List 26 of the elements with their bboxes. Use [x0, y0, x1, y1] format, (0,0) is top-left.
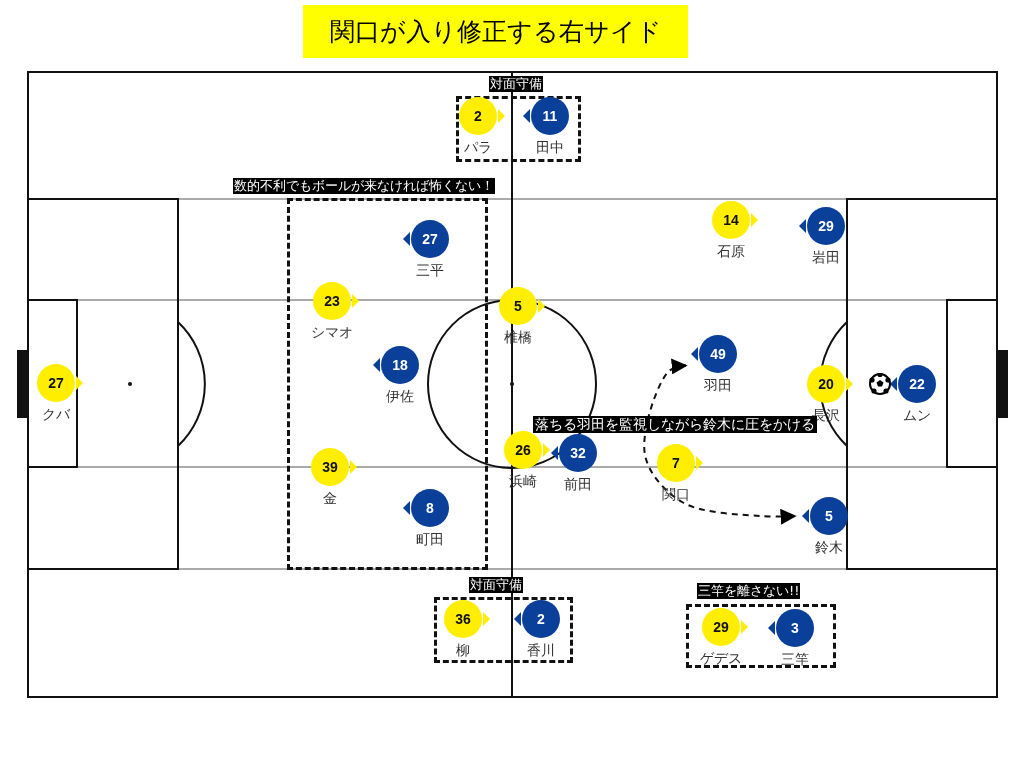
player-name: 鈴木 — [815, 539, 843, 557]
annotation-note: 落ちる羽田を監視しながら鈴木に圧をかける — [533, 416, 817, 433]
player-name: パラ — [464, 139, 492, 157]
player-name: 石原 — [717, 243, 745, 261]
player-name: 三平 — [416, 262, 444, 280]
player-name: クバ — [42, 406, 70, 424]
player-name: 金 — [323, 490, 337, 508]
player-name: 伊佐 — [386, 388, 414, 406]
zone-heading: 対面守備 — [469, 577, 523, 593]
player-name: 羽田 — [704, 377, 732, 395]
zone-heading: 三竿を離さない!! — [697, 583, 801, 599]
player-name: 前田 — [564, 476, 592, 494]
player-name: 町田 — [416, 531, 444, 549]
player-name: ゲデス — [700, 650, 742, 668]
player-name: 田中 — [536, 139, 564, 157]
movement-arrow — [643, 358, 797, 525]
player-name: 香川 — [527, 642, 555, 660]
player-name: 関口 — [662, 486, 690, 504]
player-name: 三竿 — [781, 651, 809, 669]
zone-heading: 数的不利でもボールが来なければ怖くない！ — [233, 178, 495, 194]
zone-heading: 対面守備 — [489, 76, 543, 92]
player-name: シマオ — [311, 324, 353, 342]
player-name: 柳 — [456, 642, 470, 660]
player-name: ムン — [903, 407, 931, 425]
title-banner: 関口が入り修正する右サイド — [303, 5, 688, 58]
player-name: 岩田 — [812, 249, 840, 267]
